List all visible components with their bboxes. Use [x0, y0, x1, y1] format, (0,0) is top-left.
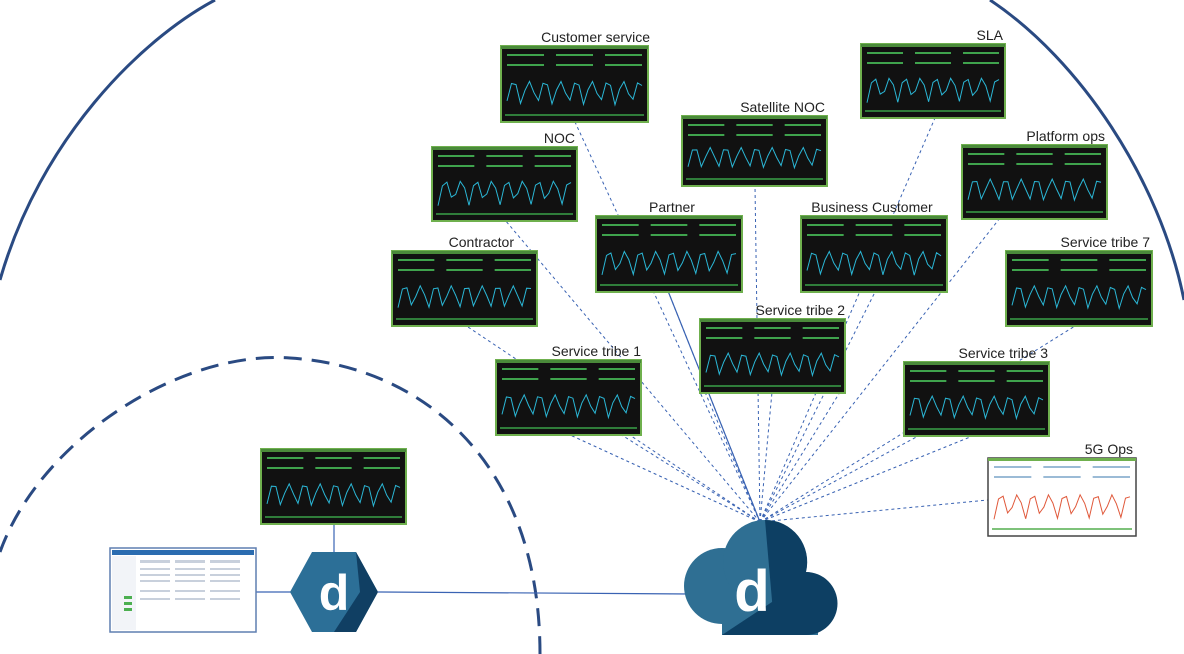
dashboard-thumbnail-content: [865, 52, 1001, 112]
dashboard-panel-service-tribe-7[interactable]: Service tribe 7: [1005, 234, 1153, 327]
edge-logo-letter: d: [319, 565, 350, 621]
dashboard-panel-service-tribe-2[interactable]: Service tribe 2: [699, 302, 846, 394]
dashboard-label-business-customer: Business Customer: [811, 199, 933, 215]
outer-scope-arc-right: [989, 0, 1184, 301]
edge-scope-arc: [0, 356, 542, 654]
dashboard-thumbnail-content: [500, 368, 637, 429]
dashboard-panel-platform-ops[interactable]: Platform ops: [961, 128, 1108, 220]
dashboard-label-platform-ops: Platform ops: [1026, 128, 1105, 144]
dashboard-thumbnail-content: [686, 124, 823, 180]
cloud-node-logo[interactable]: d: [684, 519, 838, 635]
dashboard-panel-contractor[interactable]: Contractor: [391, 234, 538, 327]
dashboard-panel-noc[interactable]: NOC: [431, 130, 578, 222]
outer-scope-arc: [0, 0, 216, 281]
dashboard-thumbnail-content: [992, 466, 1132, 530]
dashboard-label-noc: NOC: [544, 130, 575, 146]
dashboard-panel-satellite-noc[interactable]: Satellite NOC: [681, 99, 828, 187]
edge-node-logo[interactable]: d: [290, 552, 378, 632]
cloud-logo-letter: d: [734, 559, 769, 624]
dashboard-thumbnail-content: [704, 327, 841, 387]
dashboard-label-5g-ops: 5G Ops: [1085, 441, 1133, 457]
dashboard-panel-service-tribe-1[interactable]: Service tribe 1: [495, 343, 642, 436]
dashboard-label-satellite-noc: Satellite NOC: [740, 99, 825, 115]
dashboard-thumbnail-content: [436, 155, 573, 215]
dashboard-panel-customer-service[interactable]: Customer service: [500, 29, 650, 123]
dashboard-thumbnail-content: [908, 370, 1045, 430]
dashboard-panel-business-customer[interactable]: Business Customer: [800, 199, 948, 293]
dashboard-label-service-tribe-7: Service tribe 7: [1061, 234, 1151, 250]
dashboard-thumbnail-content: [1010, 259, 1148, 320]
dashboard-thumbnail-content: [265, 457, 402, 518]
dashboard-thumbnail-content: [805, 224, 943, 286]
dashboard-panel-sla[interactable]: SLA: [860, 27, 1006, 119]
solid-links: [256, 290, 761, 595]
dashboard-panel-service-tribe-3[interactable]: Service tribe 3: [903, 345, 1050, 437]
dashboard-thumbnail-content: [966, 153, 1103, 213]
dashboard-thumbnail-content: [600, 224, 738, 286]
local-admin-screenshot[interactable]: [109, 547, 257, 633]
dashboard-panel-5g-ops[interactable]: 5G Ops: [987, 441, 1137, 537]
dashboard-thumbnail-content: [396, 259, 533, 320]
dashboard-label-customer-service: Customer service: [541, 29, 650, 45]
dashboard-panel-edge-dashboard[interactable]: [260, 448, 407, 525]
dashboard-label-service-tribe-1: Service tribe 1: [552, 343, 642, 359]
dashboard-label-service-tribe-3: Service tribe 3: [959, 345, 1049, 361]
dashboard-label-service-tribe-2: Service tribe 2: [756, 302, 846, 318]
dashboard-label-sla: SLA: [977, 27, 1004, 43]
dashboard-thumbnail-content: [505, 54, 644, 116]
dashboard-panel-partner[interactable]: Partner: [595, 199, 743, 293]
dashboard-label-partner: Partner: [649, 199, 695, 215]
dashboard-label-contractor: Contractor: [449, 234, 515, 250]
